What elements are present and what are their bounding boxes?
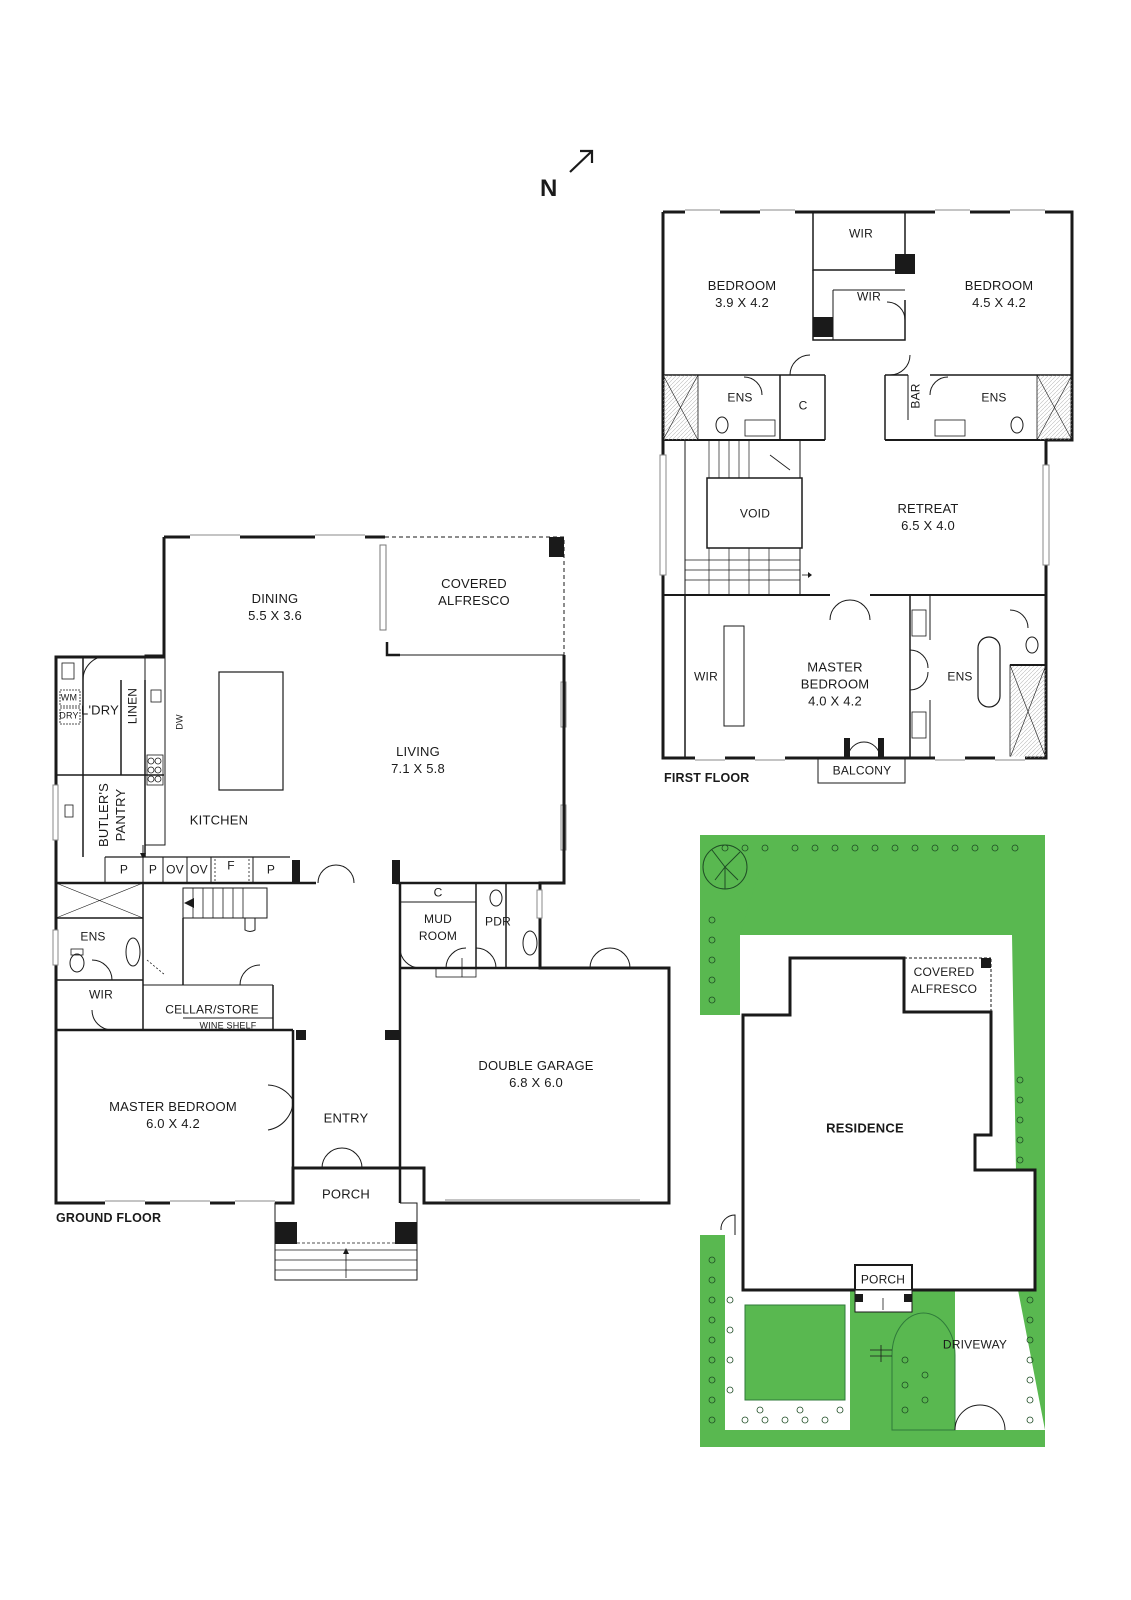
wir-top-label: WIR: [849, 226, 873, 241]
north-arrow-icon: [569, 149, 594, 173]
ensuite-master-label: ENS: [947, 669, 973, 684]
oven-label-1: OV: [166, 862, 184, 877]
bar-label: BAR: [908, 383, 923, 409]
ensuite-label: ENS: [80, 929, 106, 944]
powder-room-label: PDR: [485, 914, 511, 929]
kitchen-label: KITCHEN: [189, 812, 249, 828]
laundry-label: L'DRY: [81, 702, 119, 718]
ground-floor-title: GROUND FLOOR: [56, 1211, 162, 1225]
cupboard-label: C: [433, 885, 443, 900]
wir-mid-label: WIR: [857, 289, 881, 304]
dishwasher-label: DW: [174, 714, 185, 730]
dryer-label: DRY: [59, 710, 79, 721]
ensuite-left-label: ENS: [727, 390, 753, 405]
void-label: VOID: [739, 506, 771, 521]
site-porch-label: PORCH: [860, 1272, 906, 1287]
cellar-store-label: CELLAR/STORE: [165, 1002, 259, 1017]
wir-master-label: WIR: [694, 669, 718, 684]
north-label: N: [540, 175, 558, 202]
wine-shelf-label: WINE SHELF: [199, 1020, 257, 1031]
residence-label: RESIDENCE: [826, 1120, 904, 1136]
tree-icon: [702, 844, 748, 890]
cupboard-first-label: C: [798, 398, 808, 413]
pantry-label-2: P: [148, 862, 158, 877]
balcony-label: BALCONY: [832, 763, 892, 778]
ensuite-right-label: ENS: [981, 390, 1007, 405]
porch-label: PORCH: [322, 1186, 370, 1202]
entry-label: ENTRY: [323, 1110, 369, 1126]
wir-label: WIR: [89, 987, 113, 1002]
washing-machine-label: WM: [60, 692, 78, 703]
site-plan: [700, 835, 1045, 1447]
linen-label: LINEN: [125, 687, 140, 725]
pantry-label-3: P: [266, 862, 276, 877]
first-floor-plan: [659, 209, 1074, 784]
oven-label-2: OV: [190, 862, 208, 877]
pantry-label-1: P: [119, 862, 129, 877]
fridge-label: F: [227, 858, 235, 873]
ground-floor-plan: [52, 534, 671, 1281]
first-floor-title: FIRST FLOOR: [664, 771, 750, 785]
driveway-label: DRIVEWAY: [942, 1337, 1008, 1352]
